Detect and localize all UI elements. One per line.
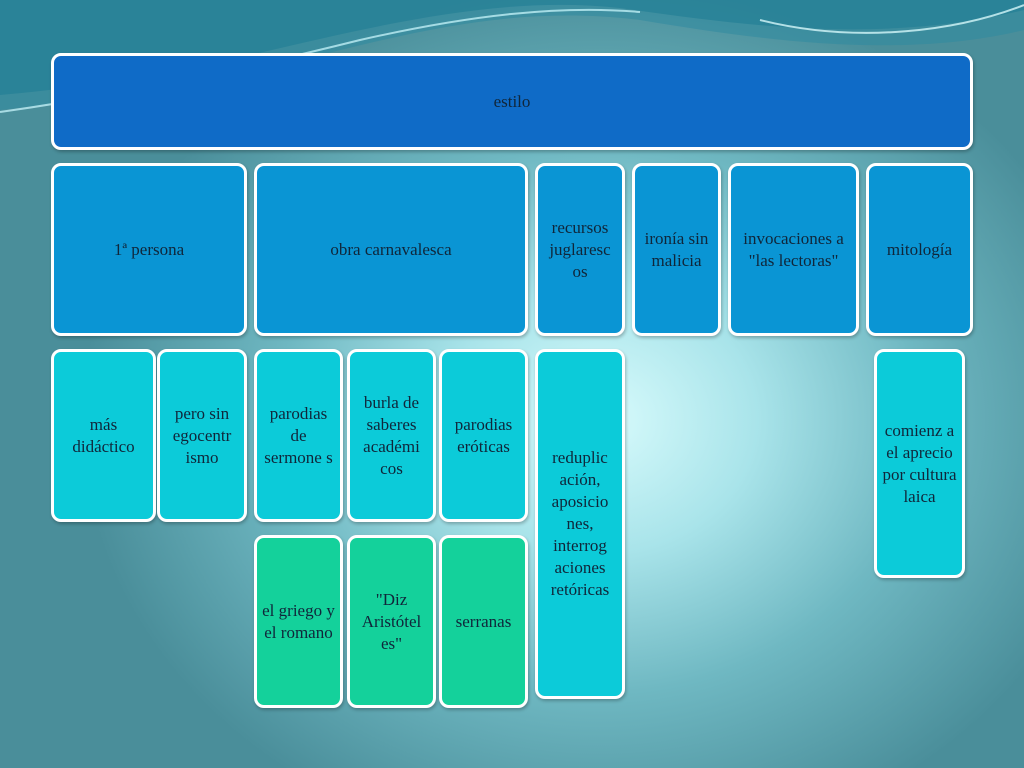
- detail-reduplicacion: reduplic ación, aposicio nes, interrog a…: [535, 349, 625, 699]
- category-invocaciones: invocaciones a "las lectoras": [728, 163, 859, 336]
- category-recursos-juglarescos: recursos juglaresc os: [535, 163, 625, 336]
- detail-diz-aristoteles: "Diz Aristótel es": [347, 535, 436, 708]
- detail-burla-saberes: burla de saberes académi cos: [347, 349, 436, 522]
- category-ironia-sin-malicia: ironía sin malicia: [632, 163, 721, 336]
- detail-serranas: serranas: [439, 535, 528, 708]
- detail-pero-sin-egocentrismo: pero sin egocentr ismo: [157, 349, 247, 522]
- detail-mas-didactico: más didáctico: [51, 349, 156, 522]
- category-primera-persona: 1ª persona: [51, 163, 247, 336]
- root-node-estilo: estilo: [51, 53, 973, 150]
- category-mitologia: mitología: [866, 163, 973, 336]
- detail-griego-romano: el griego y el romano: [254, 535, 343, 708]
- detail-aprecio-cultura-laica: comienz a el aprecio por cultura laica: [874, 349, 965, 578]
- category-obra-carnavalesca: obra carnavalesca: [254, 163, 528, 336]
- detail-parodias-sermones: parodias de sermone s: [254, 349, 343, 522]
- detail-parodias-eroticas: parodias eróticas: [439, 349, 528, 522]
